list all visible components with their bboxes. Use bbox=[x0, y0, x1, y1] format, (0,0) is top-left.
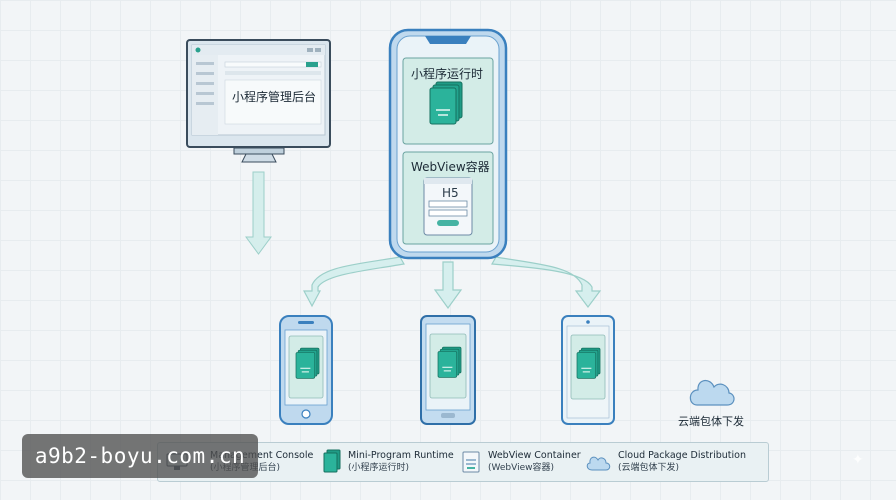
main-phone bbox=[388, 28, 508, 260]
small-phone-right bbox=[561, 315, 615, 425]
runtime-label: 小程序运行时 bbox=[411, 67, 484, 81]
desktop-title: 小程序管理后台 bbox=[232, 90, 317, 104]
cloud-label: 云端包体下发 bbox=[678, 415, 744, 428]
legend: Management Console (小程序管理后台) Mini-Progra… bbox=[157, 442, 769, 482]
small-phone-middle bbox=[420, 315, 476, 425]
legend-item-webview: WebView Container (WebView容器) bbox=[488, 450, 581, 473]
cloud-icon bbox=[689, 380, 735, 406]
stack-icon bbox=[322, 449, 342, 479]
legend-item-runtime: Mini-Program Runtime (小程序运行时) bbox=[348, 450, 454, 473]
webview-label: WebView容器 bbox=[411, 160, 490, 174]
small-phone-left bbox=[279, 315, 333, 425]
watermark: a9b2-boyu.com.cn bbox=[22, 434, 258, 478]
branch-arrows bbox=[303, 256, 602, 310]
sparkle-icon: ✦ bbox=[852, 452, 864, 468]
h5-label: H5 bbox=[442, 186, 459, 200]
monitor-down-arrow bbox=[245, 171, 272, 255]
desktop-monitor bbox=[186, 39, 331, 163]
legend-item-cloud: Cloud Package Distribution (云端包体下发) bbox=[618, 450, 746, 473]
webview-icon bbox=[462, 451, 480, 477]
cloud-legend-icon bbox=[586, 454, 612, 476]
